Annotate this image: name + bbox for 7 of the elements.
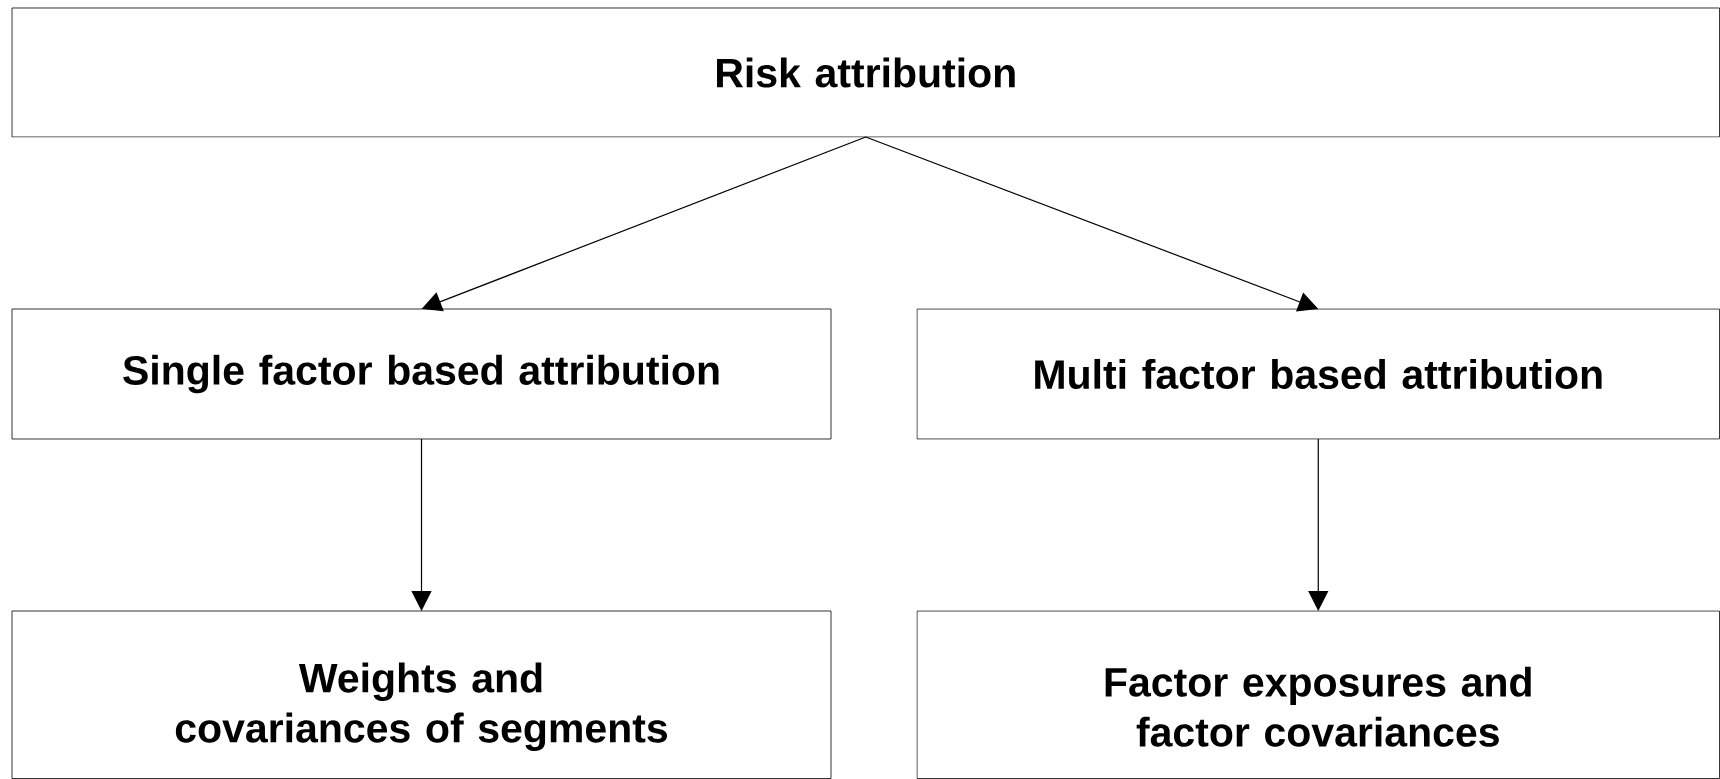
process-box: Single factor based attribution bbox=[11, 308, 832, 440]
arrow bbox=[1308, 438, 1329, 611]
process-box: Multi factor based attribution bbox=[916, 308, 1720, 440]
process-box: Factor exposures and factor covariances bbox=[916, 610, 1720, 779]
process-box: Risk attribution bbox=[11, 7, 1720, 138]
process-box: Weights and covariances of segments bbox=[11, 610, 832, 779]
arrow bbox=[411, 438, 432, 611]
